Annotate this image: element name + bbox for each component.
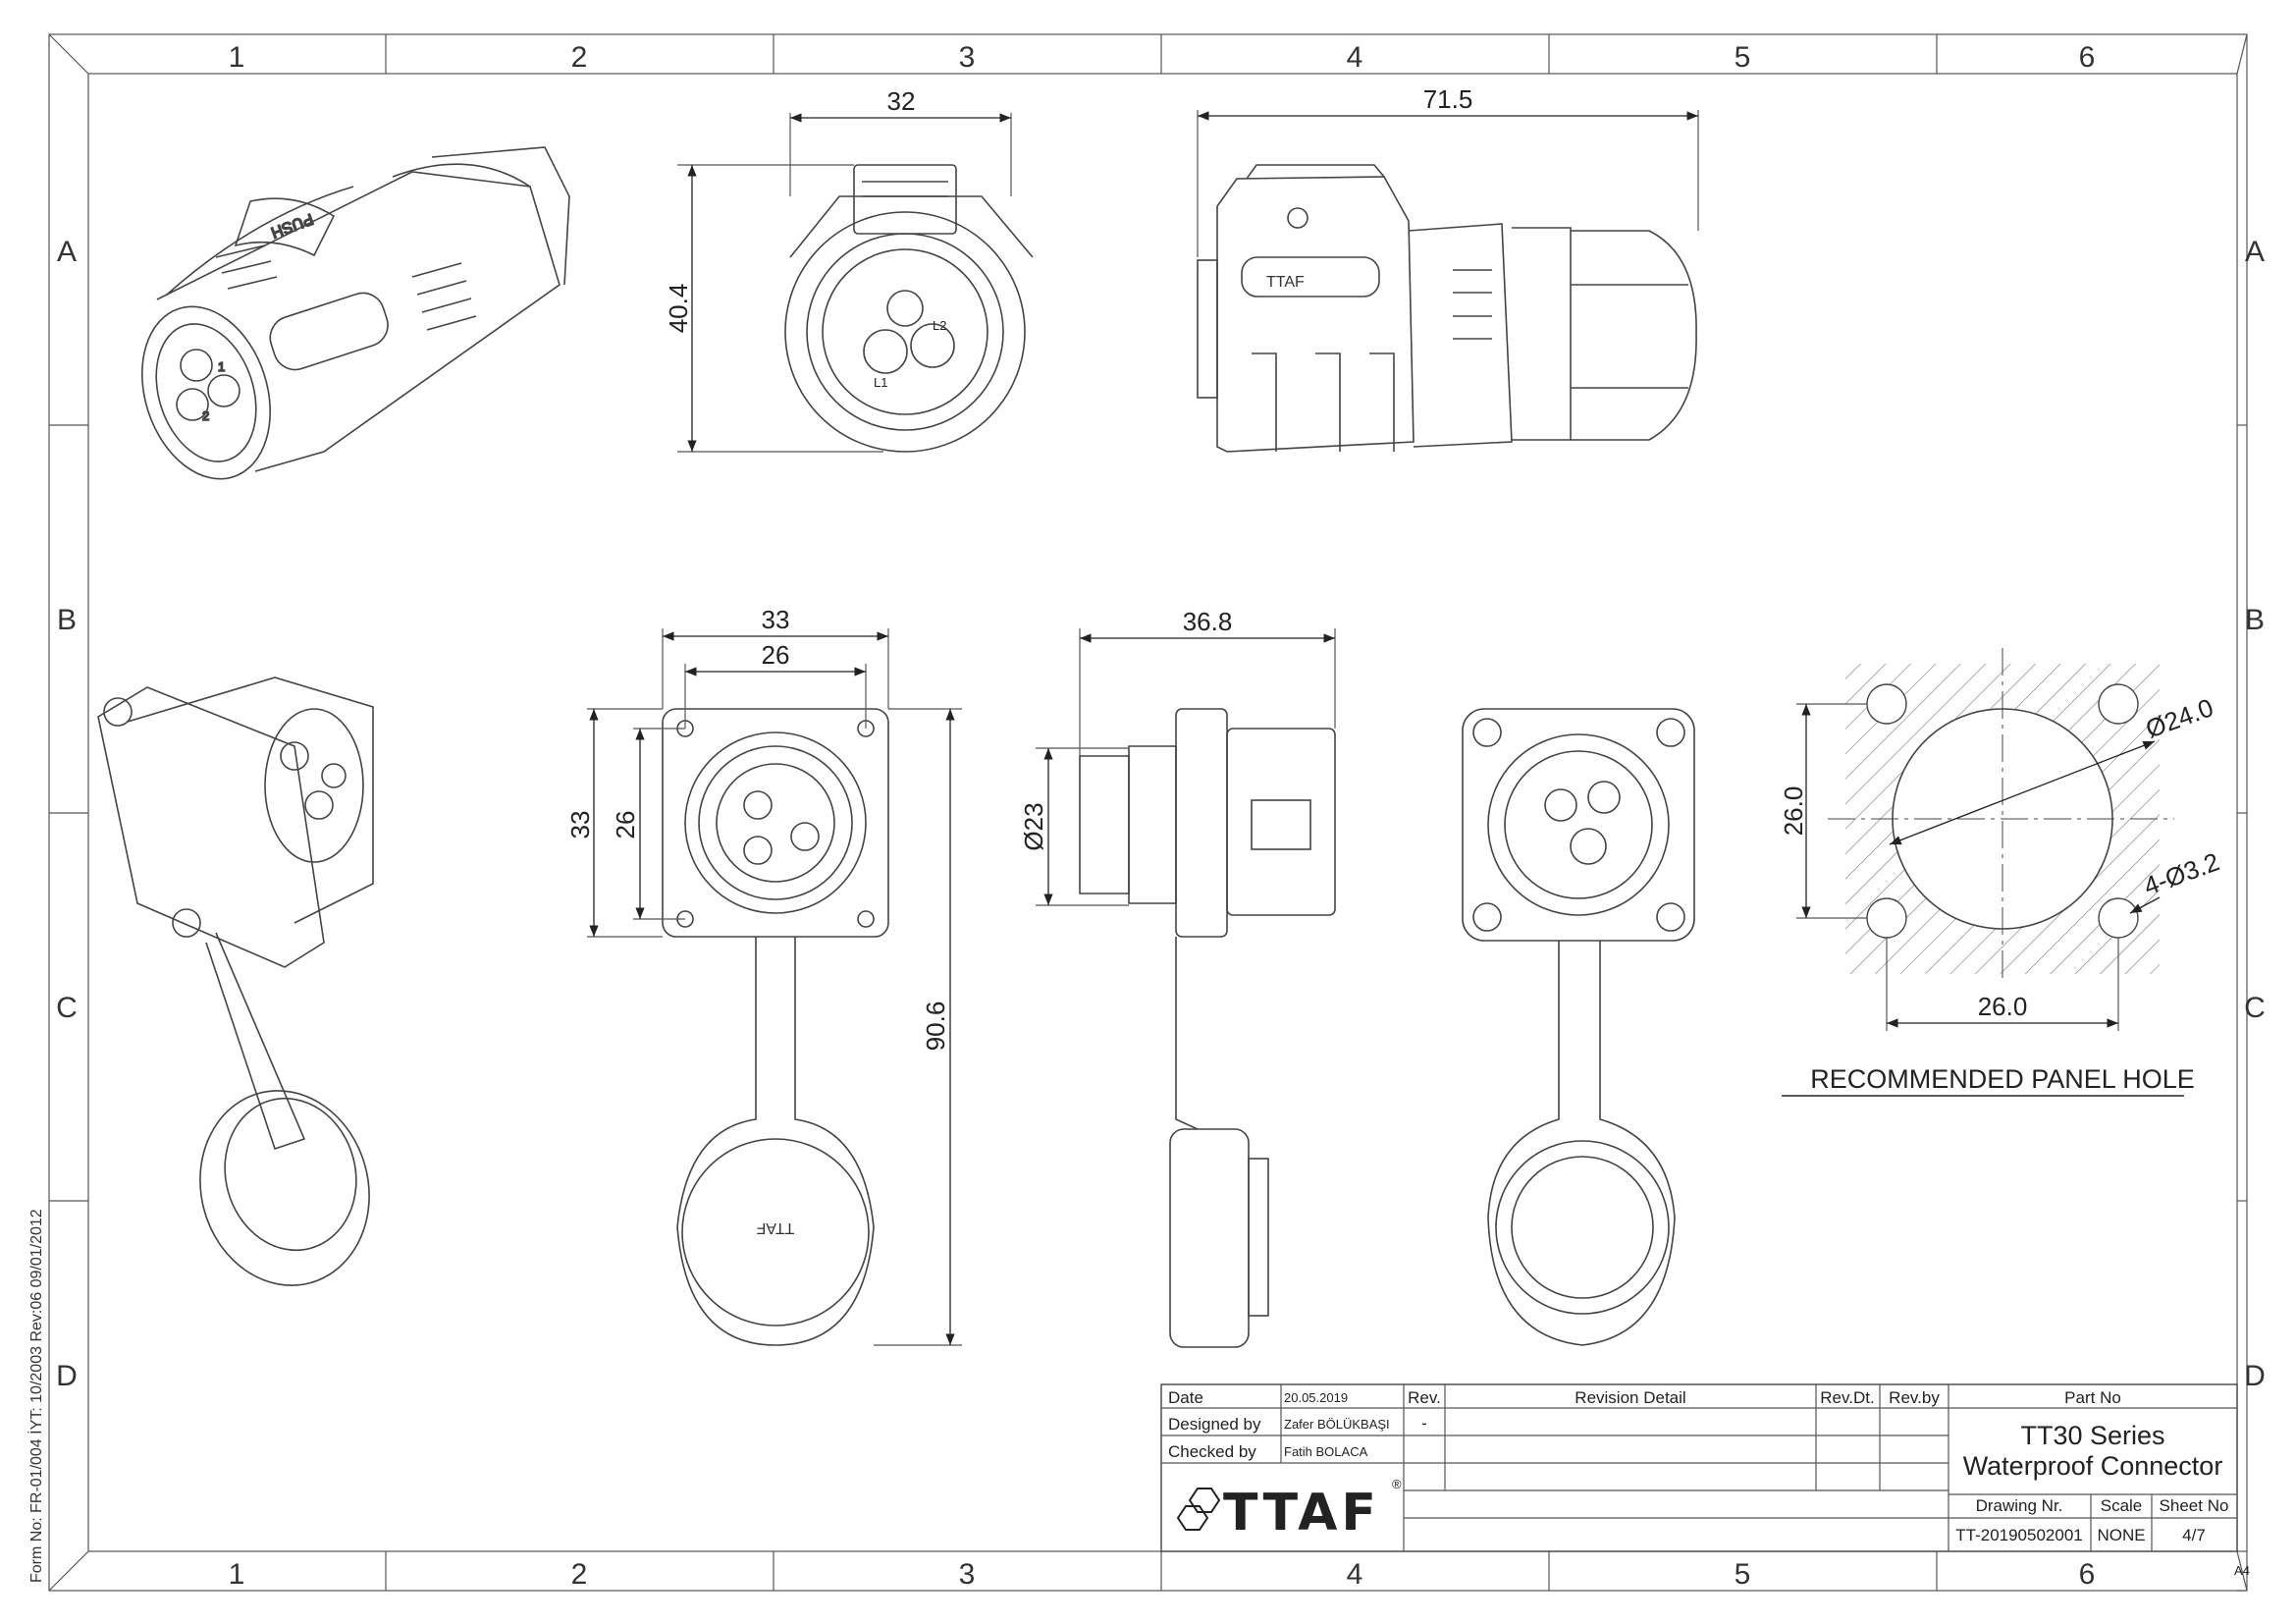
zone-labels-left: A B C D <box>56 236 78 1392</box>
drawing-nr-value: TT-20190502001 <box>1955 1526 2083 1544</box>
designed-label: Designed by <box>1168 1415 1261 1434</box>
zone-row-c: C <box>56 992 78 1024</box>
panel-hole-drawing: Ø24.0 4-Ø3.2 26.0 26.0 RECOMMENDED PANEL… <box>1779 648 2223 1097</box>
dim-flange-outer-w: 33 <box>762 605 790 634</box>
dim-panel-width: 26.0 <box>1978 992 2028 1021</box>
title-block: Date 20.05.2019 Designed by Zafer BÖLÜKB… <box>1160 1383 2238 1552</box>
zone-row-a: A <box>57 236 77 268</box>
dim-flange-outer-h: 33 <box>565 811 595 839</box>
cap-logo: TTAF <box>756 1219 794 1236</box>
iso-view-plug: PUSH 1 2 <box>141 146 570 480</box>
pin-2-text: 2 <box>202 408 209 423</box>
sheet-value: 4/7 <box>2182 1526 2206 1544</box>
zone-row-b-right: B <box>2245 604 2265 636</box>
form-info: Form No: FR-01/004 İYT: 10/2003 Rev:06 0… <box>27 1209 45 1583</box>
zone-row-c-right: C <box>2244 992 2266 1024</box>
dim-side-width: 36.8 <box>1183 607 1233 636</box>
sheet-label: Sheet No <box>2160 1496 2229 1515</box>
zone-labels-top: 1 2 3 4 5 6 <box>229 41 2096 74</box>
company-logo: TTAF ® <box>1176 1477 1402 1543</box>
zone-col-1-bottom: 1 <box>229 1558 245 1591</box>
scale-label: Scale <box>2101 1496 2143 1515</box>
flange-front-view: TTAF 33 26 33 26 90.6 <box>565 605 962 1346</box>
zone-col-4-bottom: 4 <box>1347 1558 1363 1591</box>
revision-detail-header: Revision Detail <box>1575 1388 1685 1407</box>
zone-col-4: 4 <box>1347 41 1363 74</box>
part-no-header: Part No <box>2064 1388 2121 1407</box>
zone-labels-bottom: 1 2 3 4 5 6 <box>229 1558 2096 1591</box>
zone-row-d: D <box>56 1360 78 1392</box>
logo-text: TTAF <box>1223 1484 1380 1543</box>
zone-col-3-bottom: 3 <box>959 1558 976 1591</box>
zone-col-6: 6 <box>2079 41 2096 74</box>
paper-size: A4 <box>2234 1563 2250 1578</box>
dim-front-width: 32 <box>887 86 916 116</box>
dim-flange-inner-h: 26 <box>611 811 640 839</box>
checked-value: Fatih BOLACA <box>1284 1444 1368 1459</box>
front-view: L2 L1 32 40.4 <box>664 86 1034 453</box>
rev-value: - <box>1421 1414 1427 1433</box>
part-title-line2: Waterproof Connector <box>1963 1451 2223 1481</box>
zone-row-b: B <box>57 604 77 636</box>
checked-label: Checked by <box>1168 1442 1256 1461</box>
zone-col-6-bottom: 6 <box>2079 1558 2096 1591</box>
dim-flange-inner-w: 26 <box>762 640 790 670</box>
part-title-line1: TT30 Series <box>2020 1421 2164 1450</box>
pin-1-text: 1 <box>218 359 225 374</box>
front-l1-label: L1 <box>874 375 887 390</box>
flange-side-view: 36.8 Ø23 <box>1019 607 1336 1348</box>
iso-view-socket <box>97 677 374 1286</box>
designed-value: Zafer BÖLÜKBAŞI <box>1284 1417 1390 1432</box>
rev-header: Rev. <box>1408 1388 1441 1407</box>
dim-front-height: 40.4 <box>664 284 693 334</box>
date-label: Date <box>1168 1388 1203 1407</box>
rev-dt-header: Rev.Dt. <box>1820 1388 1874 1407</box>
zone-col-2: 2 <box>571 41 588 74</box>
zone-row-a-right: A <box>2245 236 2265 268</box>
dim-panel-height: 26.0 <box>1779 786 1808 837</box>
dim-side-length: 71.5 <box>1423 84 1473 114</box>
drawing-nr-label: Drawing Nr. <box>1976 1496 2063 1515</box>
side-logo: TTAF <box>1266 274 1305 291</box>
rev-by-header: Rev.by <box>1889 1388 1940 1407</box>
zone-col-1: 1 <box>229 41 245 74</box>
dim-total-height: 90.6 <box>921 1001 950 1052</box>
dim-diameter: Ø23 <box>1019 802 1048 850</box>
scale-value: NONE <box>2097 1526 2145 1544</box>
zone-col-5: 5 <box>1735 41 1751 74</box>
logo-registered: ® <box>1392 1477 1402 1491</box>
zone-row-d-right: D <box>2244 1360 2266 1392</box>
zone-labels-right: A B C D <box>2244 236 2266 1392</box>
zone-col-3: 3 <box>959 41 976 74</box>
zone-col-2-bottom: 2 <box>571 1558 588 1591</box>
push-text: PUSH <box>269 210 316 241</box>
date-value: 20.05.2019 <box>1284 1390 1348 1405</box>
side-view: TTAF 71.5 <box>1197 84 1699 453</box>
panel-hole-caption: RECOMMENDED PANEL HOLE <box>1810 1064 2195 1094</box>
vent-slots <box>215 244 477 331</box>
zone-col-5-bottom: 5 <box>1735 1558 1751 1591</box>
flange-rear-view <box>1462 708 1695 1346</box>
front-l2-label: L2 <box>933 318 946 333</box>
